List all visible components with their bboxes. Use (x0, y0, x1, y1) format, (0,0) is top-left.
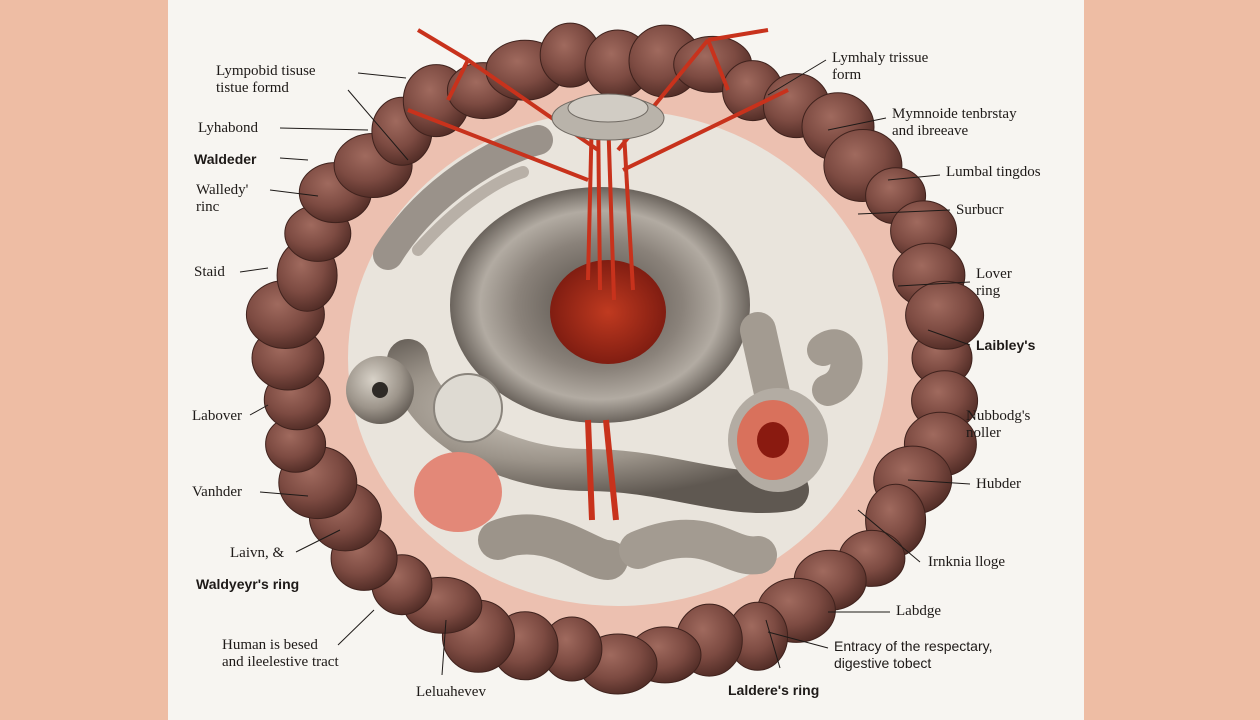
label-labdge: Labdge (896, 603, 941, 619)
label-irnknia-lloge: Irnknia lloge (928, 554, 1006, 570)
label-vanhder: Vanhder (192, 484, 242, 500)
label-laivn: Laivn, & (230, 545, 285, 561)
label-labover: Labover (192, 408, 242, 424)
lower-loop-left (478, 514, 628, 580)
label-walledy-rinc: Walledy'rinc (196, 182, 249, 215)
left-margin (0, 0, 168, 720)
label-staid: Staid (194, 264, 225, 280)
leader-lines (239, 59, 971, 676)
lower-loop-right (619, 519, 777, 575)
label-entracy-tract: Entracy of the respectary,digestive tobe… (834, 638, 993, 671)
label-lalderes-ring: Laldere's ring (728, 682, 820, 698)
label-laibleys: Laibley's (976, 337, 1036, 353)
right-section-core (757, 422, 789, 458)
upper-left-tube (373, 125, 553, 270)
label-hubder: Hubder (976, 476, 1021, 492)
label-lumbal-tingdos: Lumbal tingdos (946, 164, 1041, 180)
left-round-node-lumen (372, 382, 388, 398)
upper-left-tube-highlight (412, 166, 529, 256)
label-waldeyer-ring-left: Waldyeyr's ring (196, 576, 300, 592)
label-leluahevev: Leluahevev (416, 684, 486, 700)
right-margin (1084, 0, 1260, 720)
descending-vessels (585, 419, 619, 521)
label-waldeder: Waldeder (194, 151, 257, 167)
lymph-nodule (905, 280, 985, 350)
anatomical-drawing (239, 22, 985, 695)
pink-lymph-mass (414, 452, 502, 532)
gland-cap (551, 93, 665, 141)
label-surbucr: Surbucr (956, 202, 1004, 218)
central-red-core (550, 260, 666, 364)
tissue-cross-section (433, 373, 503, 443)
right-small-loop (807, 329, 863, 406)
label-lyhabond: Lyhabond (198, 120, 258, 136)
